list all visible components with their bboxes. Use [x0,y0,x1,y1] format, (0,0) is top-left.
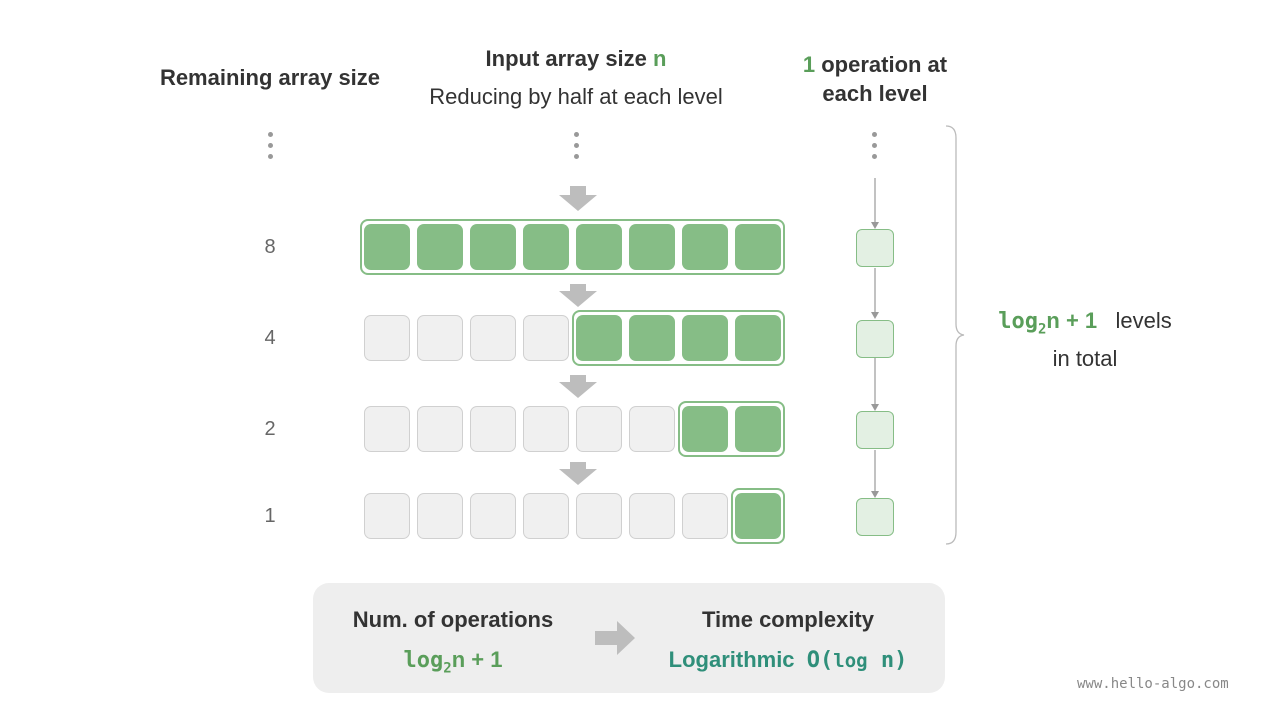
array-cell-discarded [470,315,516,361]
summary-panel: Num. of operations log2n + 1 Time comple… [313,583,945,693]
array-cell-discarded [523,406,569,452]
array-cell-active [576,224,622,270]
time-complexity-n: n) [867,648,908,673]
array-cell-discarded [470,493,516,539]
operation-box [856,411,894,449]
array-cell-active [523,224,569,270]
total-levels-in-total: in total [1052,346,1118,372]
down-arrow-icon [559,186,597,211]
array-cell-discarded [364,406,410,452]
array-cell-active [682,406,728,452]
active-range-outline [572,310,785,366]
input-size-header: Input array size n [420,46,732,72]
level-size-label: 1 [264,505,276,527]
level-size-label: 4 [264,327,276,349]
remaining-size-header: Remaining array size [159,65,381,90]
time-complexity-value: Logarithmic O(log n) [653,647,923,673]
input-size-header-text: Input array size [485,46,654,71]
watermark: www.hello-algo.com [1077,676,1229,692]
ops-count-formula: log2n + 1 [333,647,573,676]
array-cell-discarded [364,315,410,361]
ellipsis-ops-column [872,132,878,165]
array-cell-discarded [470,406,516,452]
right-arrow-icon [595,621,635,655]
array-cell-discarded [576,493,622,539]
down-arrow-icon [559,462,597,485]
array-cell-active [735,406,781,452]
array-cell-discarded [364,493,410,539]
active-range-outline [731,488,785,544]
ops-count-base: 2 [443,660,452,677]
time-complexity-big-o: O( [806,648,834,673]
array-cell-active [629,224,675,270]
array-cell-discarded [523,315,569,361]
small-arrowhead-icon [871,312,879,319]
time-complexity-name: Logarithmic [668,647,795,672]
array-cell-active [364,224,410,270]
array-cell-discarded [629,493,675,539]
ops-count-title: Num. of operations [352,607,554,632]
level-size-label: 8 [264,236,276,258]
array-cell-discarded [576,406,622,452]
operation-box [856,229,894,267]
ops-count-log: log [403,648,444,673]
total-levels-annotation: log2n + 1 levels in total [985,306,1185,373]
ellipsis-size-column [268,132,274,165]
array-cell-active [682,224,728,270]
array-cell-discarded [629,406,675,452]
active-range-outline [678,401,785,457]
active-range-outline [360,219,785,275]
operations-header-line1: operation at [815,52,948,77]
level-size-label: 2 [264,418,276,440]
array-cell-discarded [417,315,463,361]
operation-box [856,320,894,358]
down-arrow-icon [559,284,597,307]
operations-header: 1 operation at each level [790,50,960,108]
array-cell-active [735,224,781,270]
array-cell-discarded [417,493,463,539]
operations-header-line2: each level [822,81,928,106]
array-cell-active [576,315,622,361]
total-levels-log: log [998,309,1038,334]
total-levels-word: levels [1115,308,1172,333]
total-levels-base: 2 [1037,321,1047,338]
array-cell-active [629,315,675,361]
array-cell-discarded [417,406,463,452]
time-complexity-log: log [833,650,868,672]
time-complexity-title: Time complexity [702,607,874,632]
small-arrowhead-icon [871,404,879,411]
array-cell-discarded [682,493,728,539]
operation-box [856,498,894,536]
array-cell-active [735,493,781,539]
operations-count: 1 [802,52,816,77]
small-arrowhead-icon [871,222,879,229]
small-arrowhead-icon [871,491,879,498]
ops-count-rest: n + 1 [451,647,503,672]
halving-subtitle: Reducing by half at each level [429,84,723,109]
ellipsis-array-column [574,132,580,165]
input-size-variable: n [653,46,667,71]
array-cell-active [735,315,781,361]
array-cell-discarded [523,493,569,539]
total-levels-rest: n + 1 [1046,308,1098,333]
array-cell-active [470,224,516,270]
down-arrow-icon [559,375,597,398]
array-cell-active [417,224,463,270]
levels-brace [945,125,965,545]
array-cell-active [682,315,728,361]
